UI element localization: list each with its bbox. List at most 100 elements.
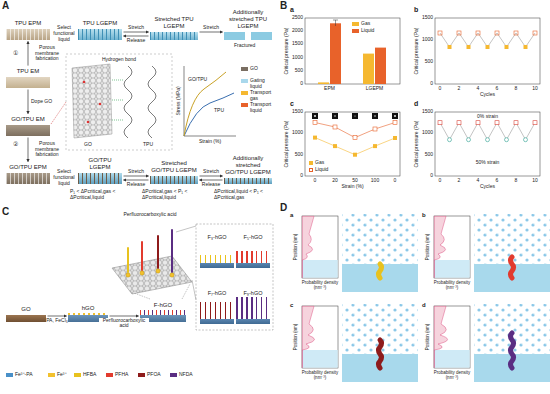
simulation-panel: [379, 340, 382, 368]
chemical-structure: [112, 120, 124, 121]
strain-cycle-chart: [486, 138, 490, 142]
strain-chart: [333, 144, 337, 148]
membrane-node: Additionally stretched GO/TPU LGEPM: [224, 154, 272, 184]
strain-cycle-chart: [435, 112, 540, 176]
strain-chart: [334, 115, 335, 116]
strain-chart: [313, 121, 317, 125]
strain-chart: [374, 115, 375, 116]
simulation-panel: [379, 264, 382, 278]
text-label: Strain (%): [341, 184, 363, 190]
simulation-panel: [434, 216, 446, 277]
node-label: F₇-hGO: [200, 290, 234, 296]
simulation-panel: [302, 216, 314, 277]
functionalized-graphene-illustration: [176, 226, 196, 232]
functionalized-graphene-illustration: [127, 248, 129, 272]
stress-strain-chart: [184, 93, 234, 136]
strain-cycle-chart: [457, 121, 461, 125]
strain-chart: [353, 153, 357, 157]
text-label: Position (nm): [425, 324, 430, 351]
functionalized-graphene-illustration: [182, 284, 190, 299]
simulation-panel: [342, 264, 418, 292]
text-label: Position (nm): [293, 234, 298, 261]
text-label: 1500: [422, 109, 433, 115]
stress-strain-chart: [184, 136, 236, 137]
stress-strain-chart: [184, 72, 226, 136]
chemical-structure: [51, 54, 172, 150]
text-label: GO/TPU: [188, 77, 207, 83]
legend-item: Gating liquid: [241, 78, 273, 90]
strain-chart: [393, 121, 397, 125]
text-label: Perfluorocarboxylic acid: [123, 212, 176, 218]
legend-text: Transport gas: [250, 90, 273, 102]
text-label: d: [422, 302, 426, 309]
text-label: P₁ < ΔPcritical,gas < ΔPcritical,liquid: [70, 189, 132, 201]
strain-chart: [372, 113, 378, 119]
text-label: Fractured: [234, 43, 255, 49]
process-arrow: [200, 32, 223, 33]
legend-text: Gating liquid: [250, 78, 273, 90]
strain-chart: [373, 144, 377, 148]
legend-item: Liquid: [309, 167, 339, 173]
membrane-node: GO/TPU EM: [6, 115, 50, 136]
cycle-chart: [467, 45, 471, 49]
strain-cycle-chart: [448, 138, 452, 142]
text-label: GO: [84, 142, 92, 148]
bar-chart: [375, 48, 386, 84]
text-label: 10: [532, 86, 538, 92]
membrane-node: F₉-hGO: [236, 289, 270, 324]
legend-item: Fe³⁺-PA: [6, 372, 46, 378]
text-label: 2000: [292, 28, 303, 34]
legend-item: Gas: [309, 160, 339, 166]
process-arrow: [48, 316, 67, 317]
cycle-chart: [448, 45, 452, 49]
text-label: 0% strain: [477, 114, 498, 120]
text-label: Probability density (nm⁻³): [298, 370, 342, 380]
strain-chart: [313, 136, 317, 140]
text-label: 8: [515, 86, 518, 92]
strain-cycle-chart: [467, 138, 471, 142]
edge-label: Release: [202, 182, 220, 188]
simulation-panel: [342, 214, 418, 264]
strain-cycle-chart: [440, 123, 535, 140]
edge-label: Perfluorocarboxylic acid: [99, 318, 149, 330]
edge-label: Dope GO: [31, 99, 52, 105]
legend-text: Fe³⁺-PA: [15, 372, 32, 378]
text-label: Critical pressure (Pa): [414, 28, 420, 75]
legend-text: Gas: [361, 21, 370, 27]
strain-chart: [313, 121, 397, 140]
text-label: 500: [295, 152, 303, 158]
legend-text: Transport liquid: [250, 102, 273, 114]
legend-text: NFDA: [179, 372, 193, 378]
text-label: D: [280, 202, 287, 214]
membrane-node: TPU LGEPM: [78, 19, 122, 40]
chemical-structure: [112, 80, 124, 81]
legend-item: Transport gas: [241, 90, 273, 102]
functionalized-graphene-illustration: [112, 256, 192, 294]
stress-strain-chart: [184, 66, 236, 136]
legend-swatch: [74, 373, 81, 377]
legend-item: NFDA: [170, 372, 200, 378]
functionalized-graphene-illustration: [196, 224, 273, 330]
simulation-panel: [434, 306, 470, 368]
strain-chart: [333, 125, 337, 129]
simulation-panel: [434, 260, 469, 278]
bar-chart: [330, 23, 341, 84]
strain-cycle-chart: [514, 121, 518, 125]
cycle-chart: [476, 31, 480, 35]
legend-text: GO: [250, 66, 258, 72]
legend-swatch: [6, 373, 13, 377]
strain-chart: [315, 138, 395, 155]
membrane-node: F₅-hGO: [236, 233, 270, 268]
strain-chart: [314, 115, 316, 117]
text-label: ②: [13, 141, 18, 148]
strain-cycle-chart: [495, 121, 499, 125]
text-label: TPU: [214, 108, 224, 114]
text-label: 4: [477, 178, 480, 184]
node-label: TPU LGEPM: [78, 20, 122, 27]
membrane-node: TPU EPM: [6, 19, 50, 40]
bar-chart: [333, 20, 338, 21]
node-label: TPU EM: [6, 68, 50, 75]
strain-cycle-chart: [476, 121, 480, 125]
text-label: 2500: [292, 15, 303, 21]
